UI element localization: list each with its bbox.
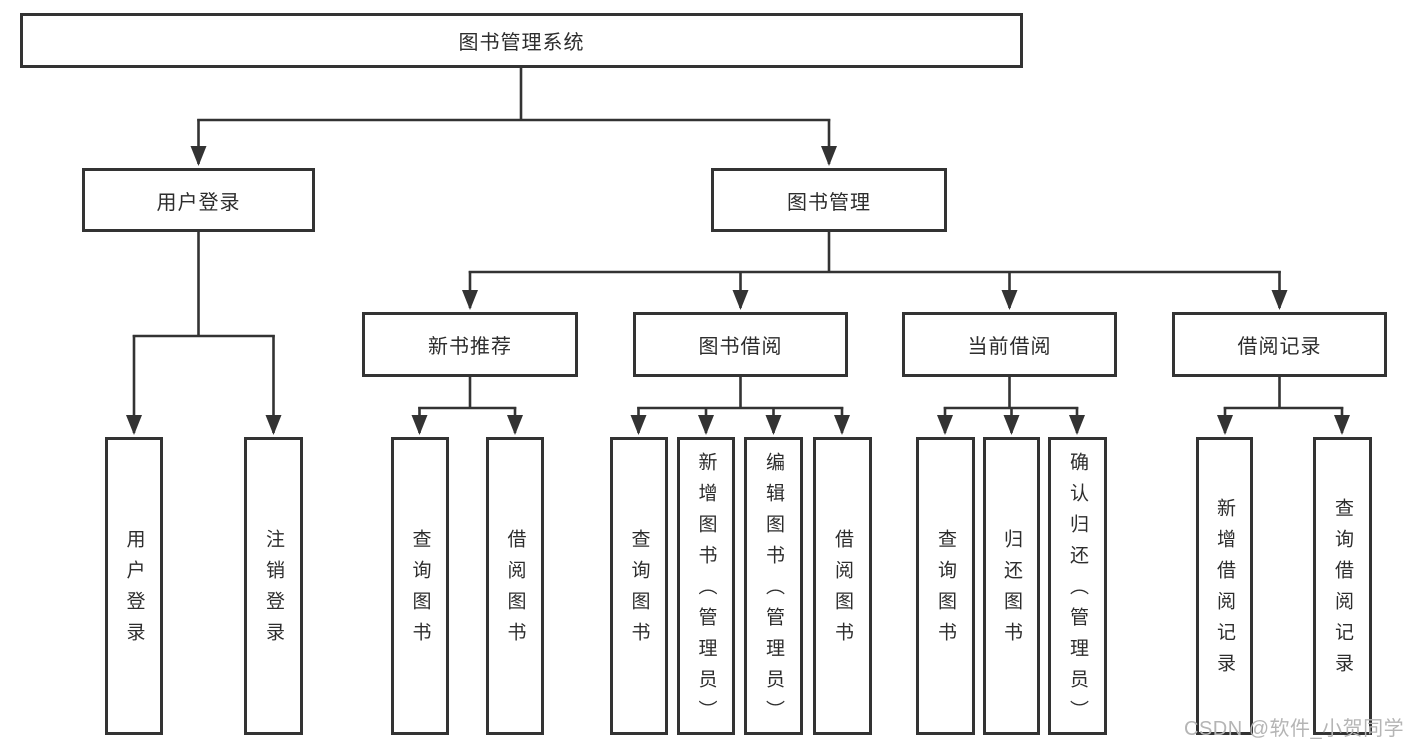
node-book-management: 图书管理 <box>711 168 947 232</box>
node-book-borrowing: 图书借阅 <box>633 312 848 377</box>
leaf-query-books-borrowing: 查询图书 <box>610 437 668 735</box>
leaf-label-confirm-return-admin: 确认归还（管理员） <box>1067 451 1088 731</box>
leaf-label-add-borrow-record: 新增借阅记录 <box>1214 498 1235 684</box>
leaf-logout: 注销登录 <box>244 437 303 735</box>
node-label-new-book-recommend: 新书推荐 <box>428 336 512 358</box>
leaf-borrow-books-borrowing: 借阅图书 <box>813 437 872 735</box>
leaf-add-borrow-record: 新增借阅记录 <box>1196 437 1253 735</box>
leaf-edit-books-admin: 编辑图书（管理员） <box>744 437 803 735</box>
node-user-login: 用户登录 <box>82 168 315 232</box>
leaf-label-add-books-admin: 新增图书（管理员） <box>695 451 717 731</box>
leaf-label-edit-books-admin: 编辑图书（管理员） <box>763 451 784 731</box>
node-new-book-recommend: 新书推荐 <box>362 312 578 377</box>
node-label-user-login: 用户登录 <box>156 191 241 214</box>
node-library-management-system: 图书管理系统 <box>20 13 1023 68</box>
leaf-label-query-books-borrowing: 查询图书 <box>628 529 650 653</box>
node-label-book-management: 图书管理 <box>787 191 871 214</box>
leaf-label-return-books: 归还图书 <box>1001 529 1022 653</box>
leaf-label-user-login: 用户登录 <box>123 529 145 653</box>
leaf-query-books-recommend: 查询图书 <box>391 437 449 735</box>
leaf-return-books: 归还图书 <box>983 437 1040 735</box>
leaf-confirm-return-admin: 确认归还（管理员） <box>1048 437 1107 735</box>
leaf-label-logout: 注销登录 <box>263 529 284 653</box>
leaf-label-borrow-books-recommend: 借阅图书 <box>504 529 526 653</box>
node-label-borrowing-records: 借阅记录 <box>1237 336 1322 358</box>
leaf-borrow-books-recommend: 借阅图书 <box>486 437 544 735</box>
leaf-user-login: 用户登录 <box>105 437 163 735</box>
leaf-query-borrow-record: 查询借阅记录 <box>1313 437 1372 735</box>
leaf-label-query-borrow-record: 查询借阅记录 <box>1332 498 1353 684</box>
leaf-label-query-books-recommend: 查询图书 <box>409 529 431 653</box>
leaf-label-query-books-current: 查询图书 <box>935 529 956 653</box>
node-label-root: 图书管理系统 <box>458 32 585 54</box>
leaf-add-books-admin: 新增图书（管理员） <box>677 437 735 735</box>
leaf-query-books-current: 查询图书 <box>916 437 975 735</box>
leaf-label-borrow-books-borrowing: 借阅图书 <box>832 529 853 653</box>
node-label-current-borrowing: 当前借阅 <box>967 336 1052 358</box>
node-label-book-borrowing: 图书借阅 <box>698 336 783 358</box>
node-current-borrowing: 当前借阅 <box>902 312 1117 377</box>
csdn-watermark: CSDN @软件_小贺同学 <box>1184 718 1405 740</box>
node-borrowing-records: 借阅记录 <box>1172 312 1387 377</box>
